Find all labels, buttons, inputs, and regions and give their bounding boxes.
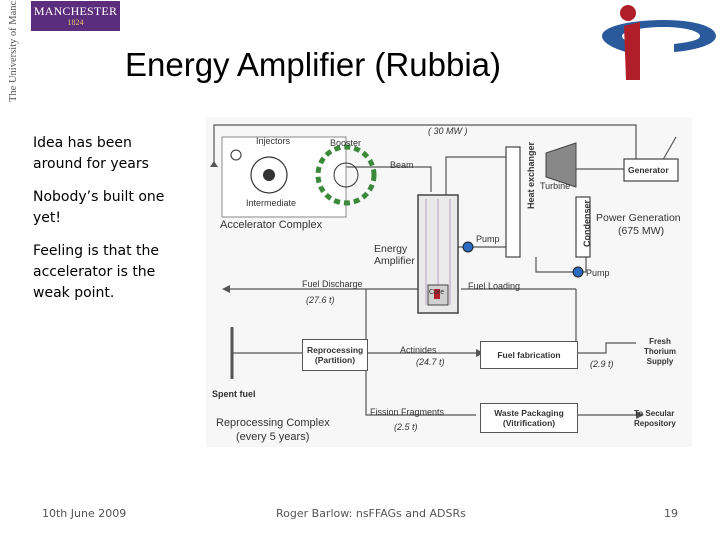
institution-logo-stem: [624, 22, 640, 80]
institution-logo-dot: [620, 5, 636, 21]
label-spent-fuel: Spent fuel: [212, 389, 256, 399]
energy-amplifier-diagram: ( 30 MW ) Injectors Booster Beam Interme…: [206, 117, 692, 447]
diagram-lines: [210, 124, 679, 419]
label-actinides-val: (24.7 t): [416, 357, 445, 367]
footer-author: Roger Barlow: nsFFAGs and ADSRs: [276, 507, 466, 520]
footer-date: 10th June 2009: [42, 507, 127, 520]
institution-logo-ring: [602, 20, 716, 52]
label-turbine: Turbine: [540, 181, 571, 191]
label-beam: Beam: [390, 160, 414, 170]
label-condenser: Condenser: [582, 199, 592, 247]
bullet-2: Nobody’s built one yet!: [33, 189, 165, 226]
label-core: Core: [429, 289, 445, 296]
university-logo-text: MANCHESTER: [33, 4, 118, 18]
label-energy-amplifier: Energy Amplifier: [374, 243, 424, 267]
label-fresh-thorium: Fresh Thorium Supply: [638, 337, 682, 367]
label-top-power: ( 30 MW ): [428, 126, 468, 136]
label-pump-1: Pump: [476, 234, 500, 244]
label-power-generation-mw: (675 MW): [618, 225, 665, 237]
box-reprocessing: Reprocessing (Partition): [302, 339, 368, 371]
label-pump-2: Pump: [586, 268, 610, 278]
label-ff-val: (2.5 t): [394, 422, 418, 432]
footer-page-number: 19: [664, 507, 678, 520]
slide-title: Energy Amplifier (Rubbia): [125, 46, 501, 83]
box-fuel-fabrication: Fuel fabrication: [480, 341, 578, 369]
label-energy-amplifier-text: Energy Amplifier: [374, 243, 415, 267]
label-fab-val: (2.9 t): [590, 359, 614, 369]
box-fuel-fabrication-label: Fuel fabrication: [497, 350, 561, 360]
label-booster: Booster: [330, 138, 362, 148]
university-logo-year: 1824: [67, 18, 84, 27]
label-reprocessing-complex: Reprocessing Complex: [216, 417, 330, 429]
university-logo: MANCHESTER 1824: [31, 1, 120, 31]
label-injectors: Injectors: [256, 136, 291, 146]
accelerator-complex-drawing: [221, 136, 377, 218]
institution-logo: [602, 5, 716, 80]
label-fission-fragments: Fission Fragments: [370, 407, 445, 417]
box-waste-packaging: Waste Packaging (Vitrification): [480, 403, 578, 433]
label-fuel-discharge: Fuel Discharge: [302, 279, 363, 289]
box-waste-packaging-label: Waste Packaging (Vitrification): [494, 408, 564, 428]
box-reprocessing-label: Reprocessing (Partition): [307, 345, 364, 365]
label-generator: Generator: [628, 165, 669, 175]
label-actinides: Actinides: [400, 345, 437, 355]
label-reprocessing-complex-sub: (every 5 years): [236, 431, 310, 443]
bullet-3: Feeling is that the accelerator is the w…: [33, 243, 159, 301]
label-accelerator-complex: Accelerator Complex: [220, 219, 323, 231]
label-fresh-thorium-text: Fresh Thorium Supply: [644, 337, 676, 366]
label-heat-exchanger: Heat exchanger: [526, 141, 536, 209]
label-power-generation: Power Generation: [596, 212, 681, 224]
label-fuel-loading: Fuel Loading: [468, 281, 521, 291]
label-secular-repository: To Secular Repository: [634, 409, 686, 429]
reactor-vessel-drawing: [417, 194, 459, 314]
bullet-1: Idea has been around for years: [33, 135, 149, 172]
label-secular-repository-text: To Secular Repository: [634, 409, 676, 428]
university-vertical-name: The University of Manchester: [8, 0, 19, 102]
label-intermediate: Intermediate: [246, 198, 297, 208]
label-fuel-discharge-val: (27.6 t): [306, 295, 335, 305]
